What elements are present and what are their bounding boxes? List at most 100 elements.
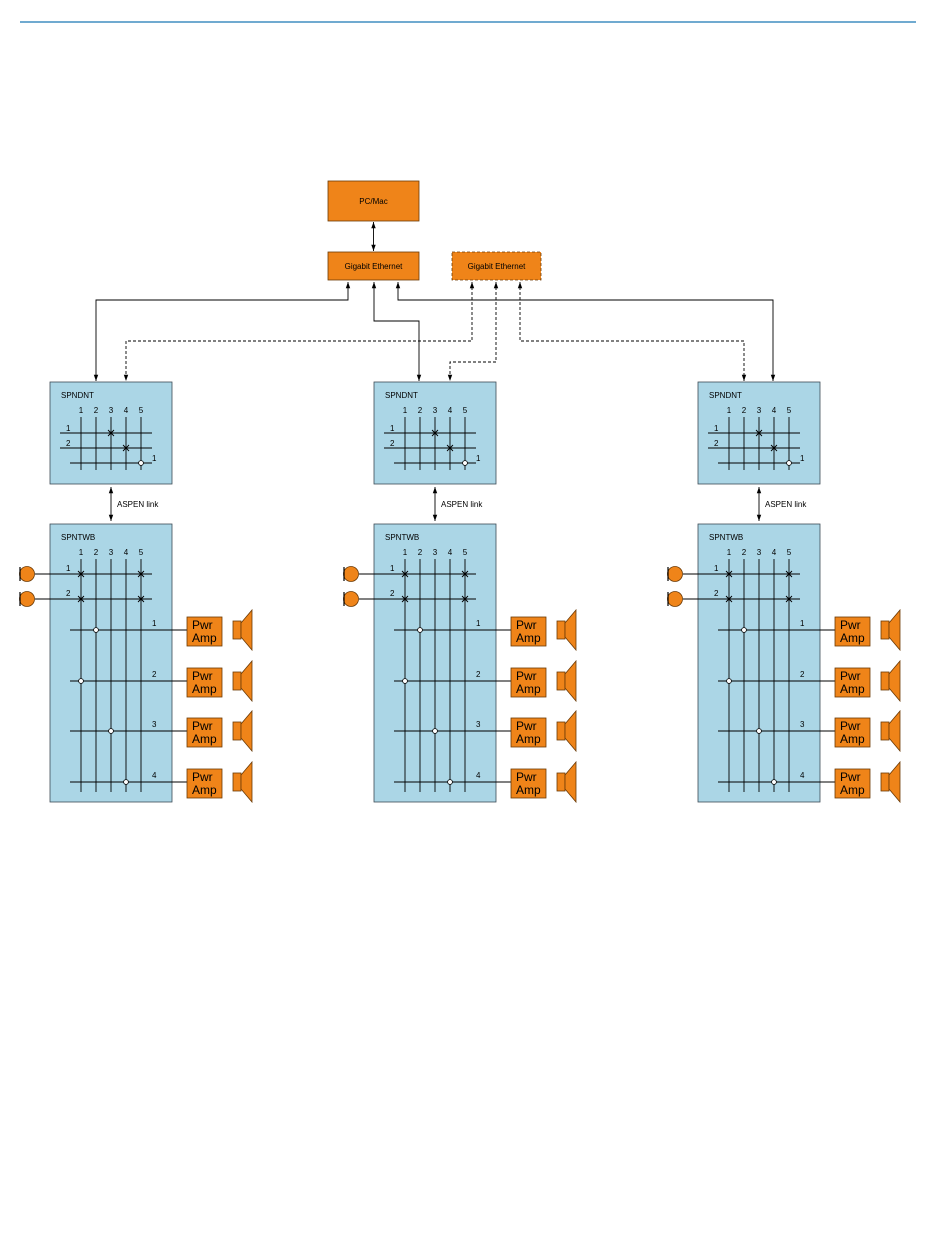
speaker-magnet bbox=[232, 772, 242, 792]
speaker-magnet bbox=[232, 721, 242, 741]
amplifier-label: Amp bbox=[192, 732, 217, 746]
crosspoint-stroke bbox=[725, 570, 733, 578]
amplifier-box bbox=[834, 616, 871, 647]
column-number: 5 bbox=[787, 406, 792, 415]
amplifier-box bbox=[834, 667, 871, 698]
control-panel-title: SPNDNT bbox=[709, 391, 742, 400]
crosspoint-marker-icon bbox=[431, 429, 439, 437]
junction-dot-icon bbox=[123, 779, 129, 785]
output-number: 2 bbox=[152, 670, 157, 679]
amplifier-label: Amp bbox=[192, 783, 217, 797]
column-number: 3 bbox=[109, 406, 114, 415]
column-number: 5 bbox=[139, 406, 144, 415]
speaker-icon bbox=[232, 659, 253, 703]
output-number: 4 bbox=[152, 771, 157, 780]
column-number: 1 bbox=[79, 548, 84, 557]
junction-dot-icon bbox=[78, 678, 84, 684]
input-number: 1 bbox=[390, 564, 395, 573]
amplifier-label: Amp bbox=[840, 631, 865, 645]
amplifier-box bbox=[834, 717, 871, 748]
junction-dot-icon bbox=[756, 728, 762, 734]
amplifier-box bbox=[834, 768, 871, 799]
column-number: 3 bbox=[757, 548, 762, 557]
crosspoint-stroke bbox=[785, 570, 793, 578]
speaker-icon bbox=[880, 659, 901, 703]
crosspoint-marker-icon bbox=[401, 570, 409, 578]
amplifier-label: Pwr bbox=[840, 618, 861, 632]
speaker-icon bbox=[232, 608, 253, 652]
crosspoint-stroke bbox=[77, 570, 85, 578]
column-number: 1 bbox=[79, 406, 84, 415]
crosspoint-stroke bbox=[107, 429, 115, 437]
column-number: 4 bbox=[772, 548, 777, 557]
microphone-icon bbox=[19, 566, 35, 582]
speaker-icon bbox=[556, 760, 577, 804]
speaker-cone bbox=[564, 709, 577, 753]
amplifier-box bbox=[510, 768, 547, 799]
ethernet-switch-primary: Gigabit Ethernet bbox=[327, 251, 420, 281]
crosspoint-stroke bbox=[755, 429, 763, 437]
crosspoint-marker-icon bbox=[137, 570, 145, 578]
crosspoint-marker-icon bbox=[785, 570, 793, 578]
output-number: 2 bbox=[476, 670, 481, 679]
column-number: 5 bbox=[787, 548, 792, 557]
microphone-icon bbox=[19, 591, 35, 607]
crosspoint-marker-icon bbox=[107, 429, 115, 437]
amplifier-label: Pwr bbox=[840, 719, 861, 733]
crosspoint-stroke bbox=[401, 570, 409, 578]
output-number: 2 bbox=[800, 670, 805, 679]
crosspoint-marker-icon bbox=[725, 595, 733, 603]
output-number: 1 bbox=[800, 454, 805, 463]
junction-dot-icon bbox=[726, 678, 732, 684]
junction-dot-icon bbox=[402, 678, 408, 684]
column-number: 3 bbox=[433, 548, 438, 557]
speaker-cone bbox=[888, 659, 901, 703]
speaker-cone bbox=[240, 659, 253, 703]
speaker-icon bbox=[232, 709, 253, 753]
speaker-icon bbox=[556, 709, 577, 753]
output-number: 1 bbox=[476, 619, 481, 628]
speaker-cone bbox=[564, 608, 577, 652]
crosspoint-stroke bbox=[725, 595, 733, 603]
speaker-cone bbox=[564, 760, 577, 804]
amplifier-label: Amp bbox=[516, 783, 541, 797]
crosspoint-marker-icon bbox=[785, 595, 793, 603]
junction-dot-icon bbox=[741, 627, 747, 633]
speaker-magnet bbox=[556, 721, 566, 741]
amplifier-label: Amp bbox=[840, 732, 865, 746]
speaker-magnet bbox=[232, 620, 242, 640]
amplifier-box bbox=[186, 768, 223, 799]
amplifier-box bbox=[186, 616, 223, 647]
primary-link-left bbox=[93, 282, 351, 381]
crosspoint-marker-icon bbox=[461, 570, 469, 578]
output-number: 3 bbox=[800, 720, 805, 729]
input-number: 1 bbox=[66, 564, 71, 573]
amplifier-label: Pwr bbox=[192, 618, 213, 632]
junction-dot-icon bbox=[108, 728, 114, 734]
crosspoint-stroke bbox=[137, 595, 145, 603]
column-number: 2 bbox=[742, 406, 747, 415]
column-number: 3 bbox=[757, 406, 762, 415]
speaker-magnet bbox=[556, 671, 566, 691]
row-number: 1 bbox=[66, 424, 71, 433]
crosspoint-stroke bbox=[461, 595, 469, 603]
column-number: 2 bbox=[418, 548, 423, 557]
crosspoint-marker-icon bbox=[770, 444, 778, 452]
crosspoint-marker-icon bbox=[461, 595, 469, 603]
input-number: 2 bbox=[390, 589, 395, 598]
switch-secondary-label: Gigabit Ethernet bbox=[468, 262, 527, 271]
ethernet-switch-secondary: Gigabit Ethernet bbox=[451, 251, 542, 281]
amplifier-box bbox=[186, 717, 223, 748]
microphone-icon bbox=[343, 566, 359, 582]
amplifier-label: Amp bbox=[516, 682, 541, 696]
